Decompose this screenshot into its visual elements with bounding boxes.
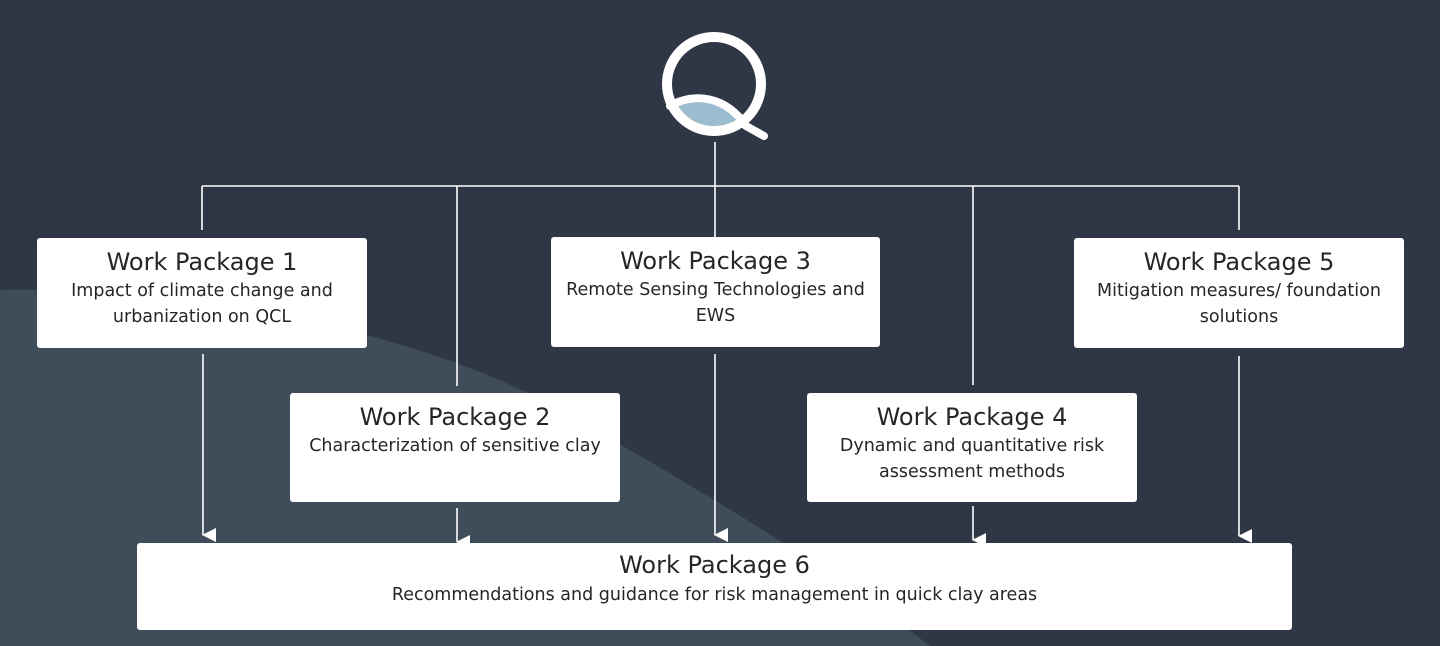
work-package-4-title: Work Package 4 bbox=[876, 403, 1068, 431]
work-package-2-box[interactable]: Work Package 2 Characterization of sensi… bbox=[290, 393, 620, 502]
q-logo-ring bbox=[662, 32, 766, 136]
work-package-1-box[interactable]: Work Package 1 Impact of climate change … bbox=[37, 238, 367, 348]
work-package-1-description: Impact of climate change and urbanizatio… bbox=[71, 281, 333, 327]
work-package-6-box[interactable]: Work Package 6 Recommendations and guida… bbox=[137, 543, 1292, 630]
work-package-6-title: Work Package 6 bbox=[619, 551, 810, 579]
work-package-3-description: Remote Sensing Technologies and EWS bbox=[566, 280, 865, 326]
work-package-4-description: Dynamic and quantitative risk assessment… bbox=[839, 436, 1105, 482]
work-package-5-box[interactable]: Work Package 5 Mitigation measures/ foun… bbox=[1074, 238, 1404, 348]
work-package-3-box[interactable]: Work Package 3 Remote Sensing Technologi… bbox=[551, 237, 880, 347]
work-package-2-title: Work Package 2 bbox=[359, 403, 551, 431]
work-package-5-title: Work Package 5 bbox=[1143, 248, 1335, 276]
work-package-1-title: Work Package 1 bbox=[106, 248, 298, 276]
work-package-4-box[interactable]: Work Package 4 Dynamic and quantitative … bbox=[807, 393, 1137, 502]
work-package-5-description: Mitigation measures/ foundation solution… bbox=[1097, 281, 1381, 327]
work-package-6-description: Recommendations and guidance for risk ma… bbox=[391, 585, 1038, 605]
work-package-2-description: Characterization of sensitive clay bbox=[309, 436, 601, 456]
work-package-3-title: Work Package 3 bbox=[620, 247, 811, 275]
q-logo-icon bbox=[660, 32, 772, 140]
q-logo-tail bbox=[666, 94, 768, 140]
